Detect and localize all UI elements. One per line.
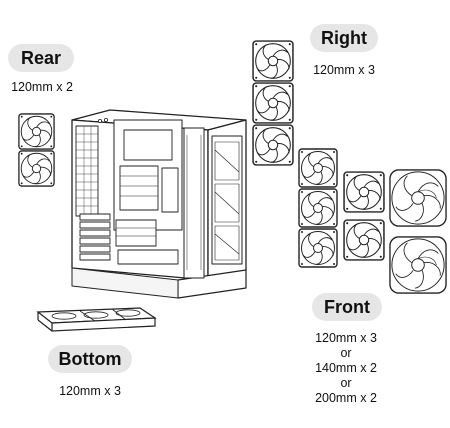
front-spec-line: or (340, 376, 352, 390)
fan-icon (252, 82, 294, 124)
fan-icon (343, 171, 385, 213)
right-label: Right (310, 24, 378, 52)
fan-icon (389, 169, 447, 227)
front-fans-200 (389, 169, 447, 294)
fan-icon (298, 148, 338, 188)
front-fans-120 (298, 148, 338, 268)
right-spec: 120mm x 3 (313, 63, 375, 77)
fan-icon (298, 228, 338, 268)
front-spec-line: 200mm x 2 (315, 391, 377, 405)
front-spec-line: 140mm x 2 (315, 361, 377, 375)
case-icon (71, 109, 247, 299)
front-spec: 120mm x 3 or 140mm x 2 or 200mm x 2 (296, 331, 396, 406)
rear-fans (18, 113, 55, 187)
front-spec-line: or (340, 346, 352, 360)
rear-spec: 120mm x 2 (11, 80, 73, 94)
rear-label: Rear (8, 44, 74, 72)
fan-icon (252, 40, 294, 82)
bottom-label: Bottom (48, 345, 132, 373)
front-spec-line: 120mm x 3 (315, 331, 377, 345)
fan-icon (389, 236, 447, 294)
fan-icon (343, 219, 385, 261)
fan-icon (18, 150, 55, 187)
fan-icon (298, 188, 338, 228)
right-fans (252, 40, 294, 166)
bottom-spec: 120mm x 3 (59, 384, 121, 398)
front-label: Front (312, 293, 382, 321)
fan-icon (252, 124, 294, 166)
front-fans-140 (343, 171, 385, 261)
bottom-fans (36, 307, 157, 332)
fan-icon (18, 113, 55, 150)
